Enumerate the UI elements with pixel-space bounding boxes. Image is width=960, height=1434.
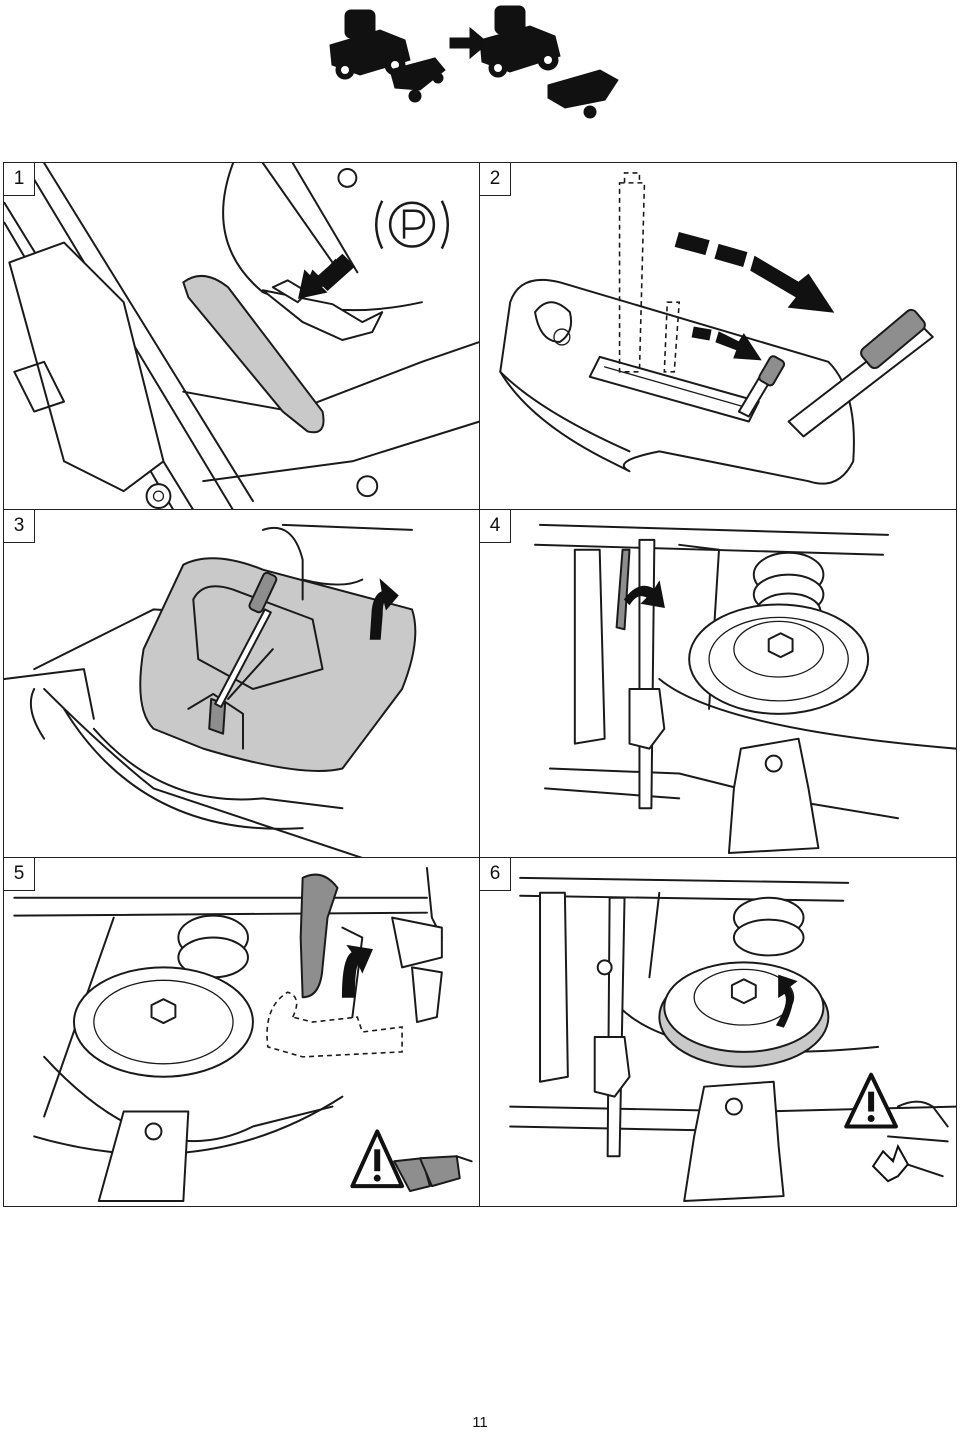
warning-triangle-icon [350, 1129, 405, 1189]
parking-brake-icon [374, 200, 450, 250]
right-arrow-icon [449, 26, 489, 60]
parking-brake-illustration [4, 163, 480, 510]
step-number: 3 [4, 510, 35, 543]
step-number: 6 [480, 858, 511, 891]
belt-tool-illustration [13, 866, 473, 1203]
curved-arrow-icon [623, 580, 665, 609]
step-number: 4 [480, 510, 511, 543]
brake-pedal-icon [182, 275, 325, 434]
step-number: 1 [4, 163, 35, 196]
height-lever-icon [618, 182, 646, 373]
warning-triangle-icon [844, 1072, 898, 1129]
step-4-panel: 4 [479, 509, 957, 859]
mower-with-deck-icon [329, 9, 446, 103]
belt-removal-illustration [509, 876, 956, 1203]
mower-without-deck-icon [479, 5, 619, 119]
step-3-panel: 3 [3, 509, 481, 859]
lift-arrow-icon [341, 944, 373, 998]
belt-cover-icon [139, 557, 417, 772]
step-5-panel: 5 [3, 857, 481, 1207]
rotation-arrow-icon [775, 974, 798, 1028]
safety-glasses-icon [393, 1155, 473, 1193]
height-lever-illustration [499, 172, 934, 485]
step-number: 5 [4, 858, 35, 891]
lift-arrow-icon [369, 578, 399, 640]
page-number: 11 [472, 1414, 488, 1431]
step-2-panel: 2 [479, 162, 957, 511]
step-6-panel: 6 [479, 857, 957, 1207]
belt-cover-illustration [4, 523, 417, 858]
tension-rod-illustration [534, 523, 956, 855]
pulley-icon [688, 603, 870, 715]
tension-rod-icon [638, 538, 656, 810]
screwdriver-icon [214, 608, 272, 708]
motion-arrow-icon [674, 231, 835, 313]
pinch-hazard-icon [871, 1100, 949, 1183]
step-number: 2 [480, 163, 511, 196]
belt-tool-icon [299, 873, 339, 999]
mower-deck-removal-icon [329, 5, 619, 119]
pulley-icon [663, 961, 825, 1053]
step-1-panel: 1 [3, 162, 481, 511]
